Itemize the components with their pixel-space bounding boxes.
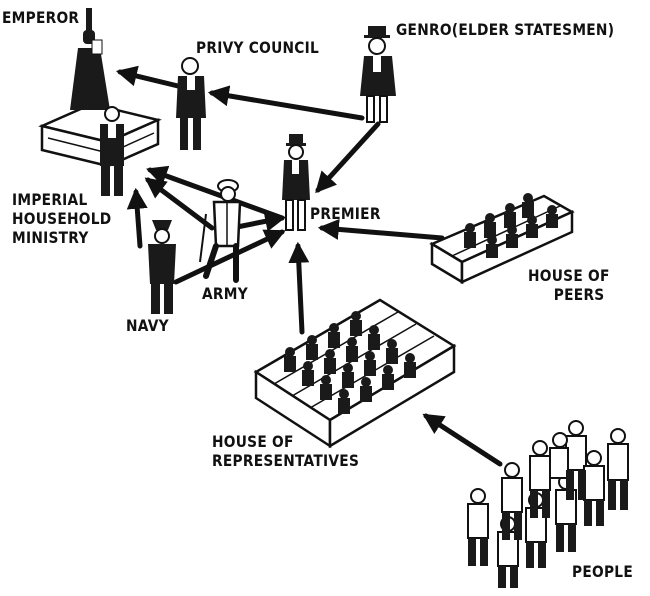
house-of-representatives-figure bbox=[253, 298, 457, 449]
label-army: ARMY bbox=[202, 284, 248, 303]
label-genro: GENRO(ELDER STATESMEN) bbox=[396, 20, 615, 39]
label-premier: PREMIER bbox=[310, 204, 381, 223]
arrow-genro-to-premier bbox=[315, 121, 381, 194]
house-of-peers-figure bbox=[429, 193, 575, 285]
label-peers-line-2: PEERS bbox=[553, 285, 605, 304]
label-peers-line-1: HOUSE OF bbox=[528, 266, 610, 285]
genro-figure bbox=[360, 26, 396, 123]
arrow-premier-to-imperial-household bbox=[146, 165, 285, 221]
label-imperial-line-3: MINISTRY bbox=[12, 228, 89, 247]
arrow-army-to-premier bbox=[229, 210, 287, 232]
label-house-of-peers: HOUSE OF PEERS bbox=[528, 266, 610, 304]
premier-figure bbox=[282, 134, 310, 231]
label-navy: NAVY bbox=[126, 316, 169, 335]
label-house-of-representatives: HOUSE OF REPRESENTATIVES bbox=[212, 432, 359, 470]
flow-arrows bbox=[115, 65, 503, 467]
people-crowd-figure bbox=[467, 420, 629, 588]
army-figure bbox=[199, 179, 242, 283]
label-representatives-line-1: HOUSE OF bbox=[212, 432, 294, 451]
label-imperial-line-1: IMPERIAL bbox=[12, 190, 88, 209]
arrow-representatives-to-premier bbox=[288, 241, 310, 335]
arrow-army-to-imperial-household bbox=[144, 177, 215, 231]
navy-figure bbox=[148, 220, 176, 314]
label-people: PEOPLE bbox=[572, 562, 633, 581]
label-imperial-household-ministry: IMPERIAL HOUSEHOLD MINISTRY bbox=[12, 190, 111, 247]
arrow-genro-to-privy-council bbox=[207, 85, 365, 121]
label-representatives-line-2: REPRESENTATIVES bbox=[212, 451, 360, 470]
arrow-privy-council-to-emperor bbox=[115, 65, 181, 89]
imperial-household-figure bbox=[100, 106, 124, 196]
arrow-navy-to-imperial-household bbox=[126, 187, 148, 249]
label-privy-council: PRIVY COUNCIL bbox=[196, 38, 320, 57]
arrow-people-to-representatives bbox=[422, 413, 503, 467]
privy-council-figure bbox=[176, 57, 206, 150]
label-emperor: EMPEROR bbox=[2, 8, 80, 27]
arrow-navy-to-premier bbox=[173, 229, 286, 285]
label-imperial-line-2: HOUSEHOLD bbox=[12, 209, 112, 228]
arrow-peers-to-premier bbox=[317, 218, 445, 241]
